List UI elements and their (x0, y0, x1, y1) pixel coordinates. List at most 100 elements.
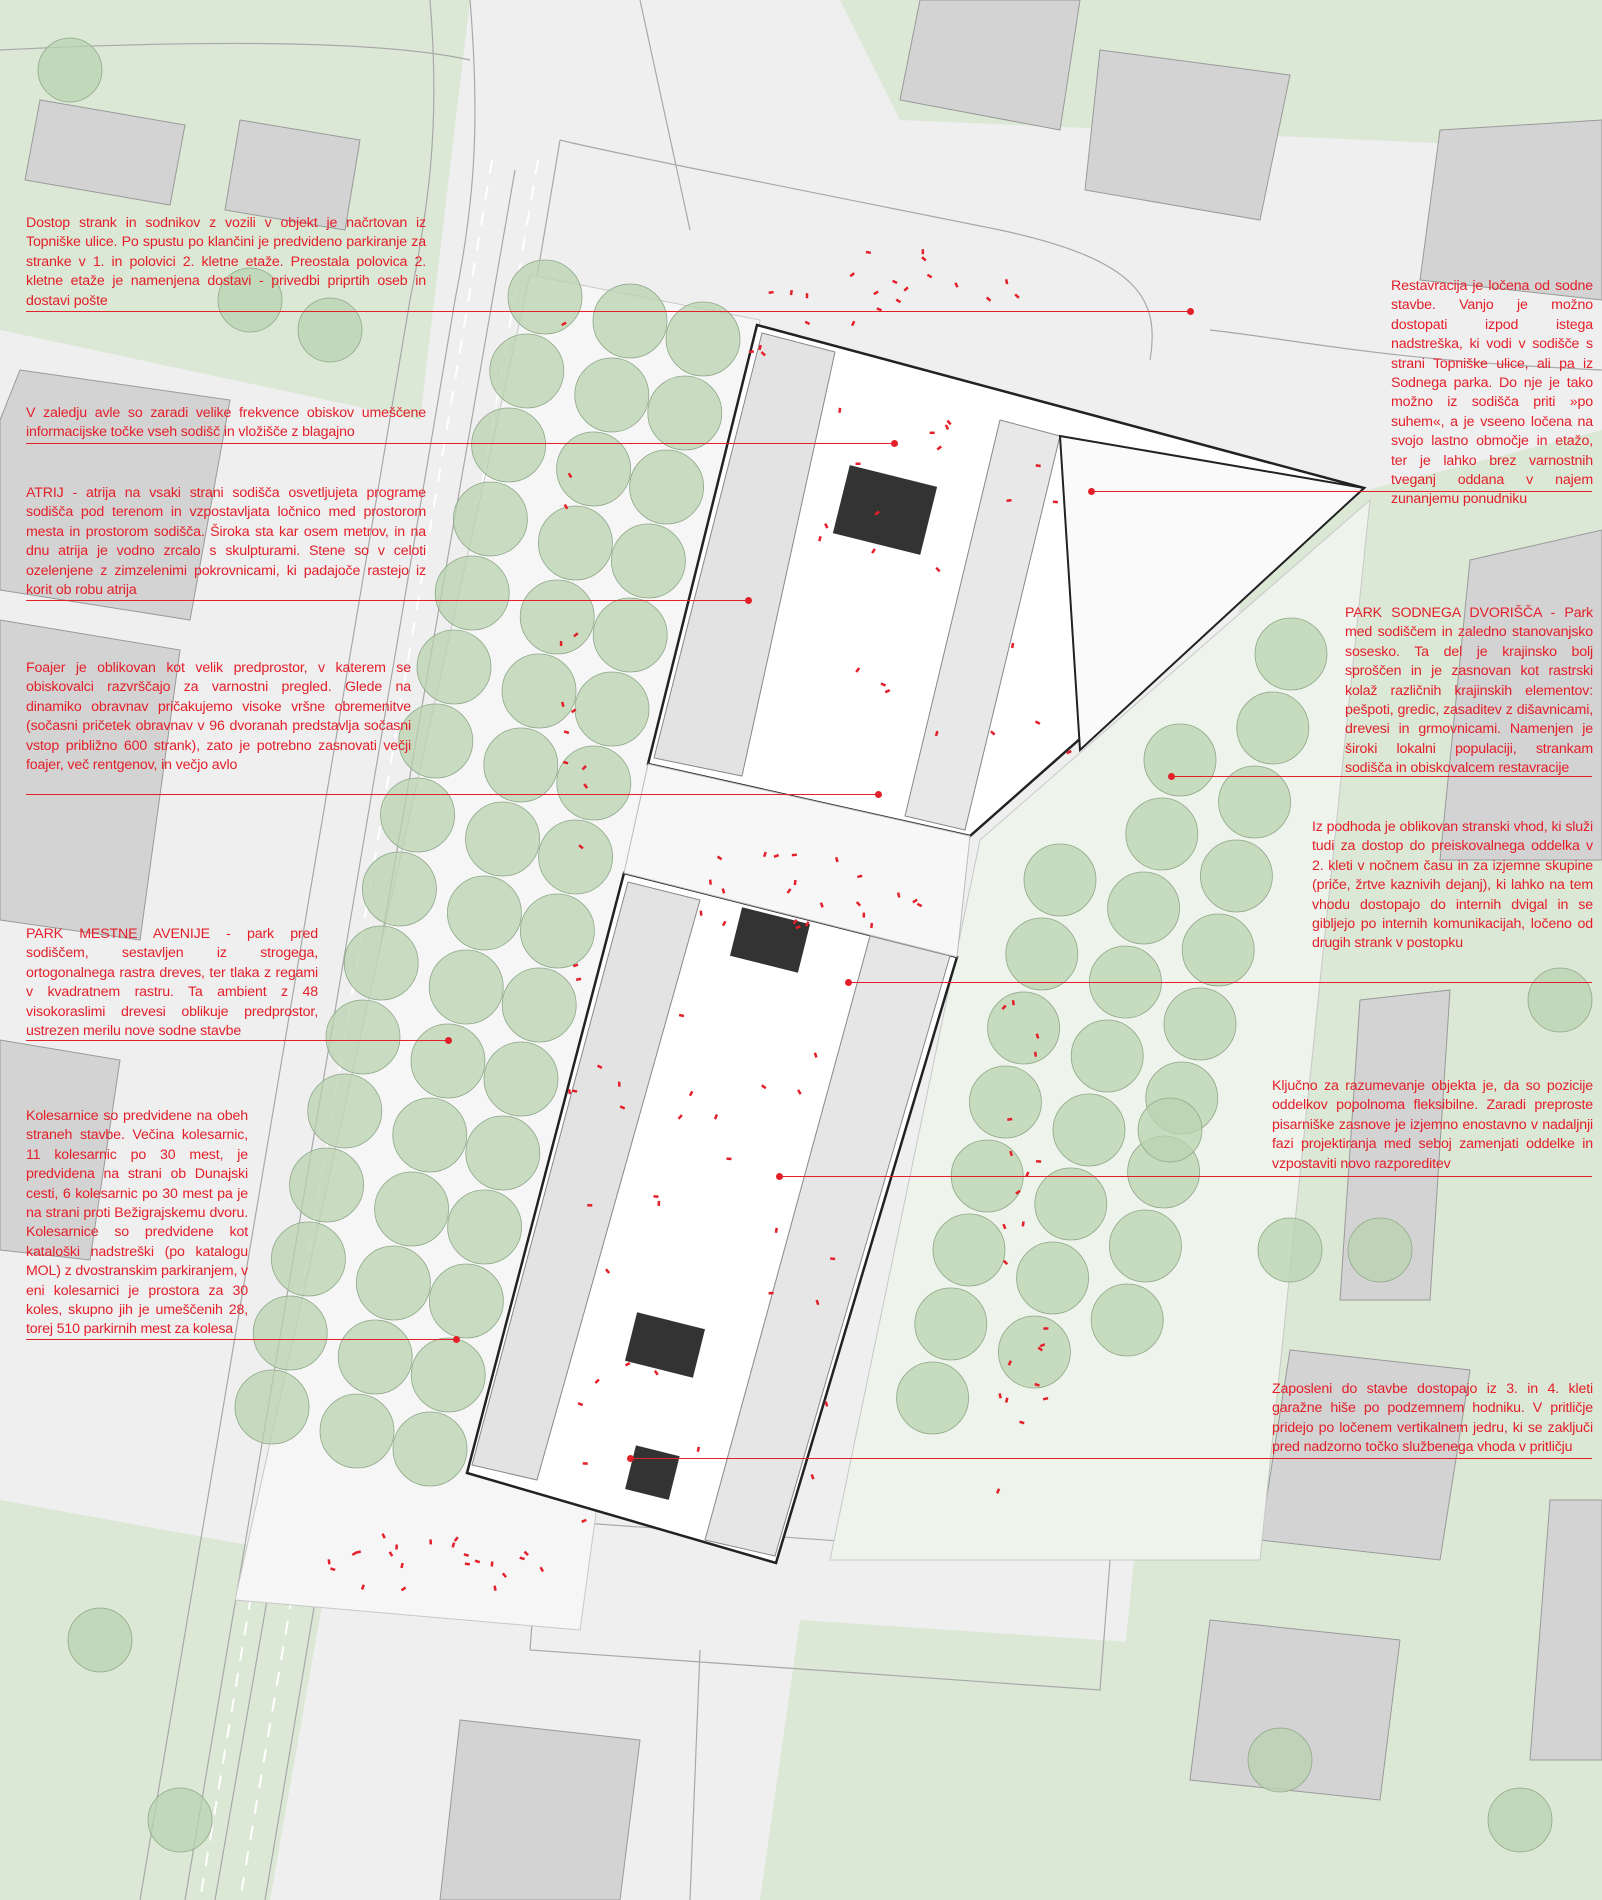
person-marker (561, 321, 567, 327)
person-marker (567, 472, 573, 479)
tree (574, 357, 650, 433)
person-marker (604, 1268, 611, 1274)
person-marker (990, 730, 996, 736)
person-marker (773, 853, 780, 858)
tree (410, 1337, 486, 1413)
tree (611, 523, 686, 599)
tree (374, 1171, 450, 1247)
person-marker (617, 1081, 621, 1087)
person-marker (857, 874, 863, 879)
annotation-foyer: Foajer je oblikovan kot velik predprosto… (26, 660, 411, 774)
person-marker (330, 1567, 336, 1572)
tree (574, 671, 650, 747)
tree (998, 1315, 1071, 1389)
person-marker (677, 1114, 683, 1120)
person-marker (582, 1462, 588, 1465)
person-marker (819, 902, 824, 908)
person-marker (774, 1227, 779, 1234)
tree (987, 991, 1060, 1065)
tree (914, 1287, 988, 1361)
tree (410, 1023, 486, 1099)
annotation-court-park: PARK SODNEGA DVORIŠČA - Park med sodišče… (1345, 605, 1593, 777)
person-marker (954, 282, 959, 288)
person-marker (874, 510, 880, 516)
person-marker (688, 1090, 694, 1097)
tree (629, 449, 704, 525)
tree (428, 949, 504, 1025)
leader-line (630, 1458, 1592, 1460)
person-marker (1001, 1004, 1007, 1010)
tree (1016, 1241, 1089, 1315)
tree (1107, 871, 1180, 945)
tree (446, 875, 522, 951)
tree (398, 703, 474, 779)
tree (1236, 691, 1310, 765)
person-marker (1066, 749, 1072, 755)
person-marker (871, 548, 876, 554)
tree (270, 1221, 346, 1297)
atrium-south-east (704, 935, 951, 1557)
leader-line (26, 443, 894, 445)
person-marker (804, 320, 811, 326)
person-marker (1021, 1221, 1025, 1227)
person-marker (573, 632, 579, 638)
person-marker (873, 290, 879, 296)
person-marker (721, 920, 727, 927)
tree (234, 1369, 310, 1445)
tree (428, 1263, 504, 1339)
person-marker (838, 407, 842, 413)
person-marker (493, 1585, 497, 1591)
person-marker (824, 523, 829, 529)
person-marker (810, 1474, 815, 1480)
leader-line (26, 600, 748, 602)
person-marker (327, 1559, 331, 1565)
person-marker (619, 1105, 626, 1110)
person-marker (760, 351, 766, 357)
person-marker (355, 1550, 362, 1554)
leader-line (1091, 491, 1592, 493)
person-marker (786, 888, 792, 894)
tree (556, 745, 632, 821)
tree (37, 37, 103, 103)
person-marker (830, 1257, 836, 1261)
tree (1090, 1283, 1164, 1357)
person-marker (1039, 1343, 1046, 1348)
tree (1487, 1787, 1553, 1853)
person-marker (795, 925, 801, 930)
annotation-restaurant: Restavracija je ločena od sodne stavbe. … (1391, 278, 1593, 508)
person-marker (824, 1401, 829, 1407)
tree (1257, 1217, 1323, 1283)
person-marker (657, 1200, 661, 1206)
tree (325, 999, 401, 1075)
tree (1070, 1019, 1144, 1093)
person-marker (400, 1586, 407, 1592)
person-marker (1025, 1171, 1030, 1178)
person-marker (805, 293, 809, 299)
person-marker (563, 730, 570, 735)
leader-line (26, 1040, 448, 1042)
tree (289, 1147, 365, 1223)
person-marker (1033, 1051, 1038, 1057)
person-marker (1034, 720, 1041, 725)
person-marker (563, 503, 569, 510)
person-marker (892, 279, 898, 285)
person-marker (400, 1562, 404, 1569)
tree (519, 579, 595, 655)
person-marker (1011, 1000, 1015, 1006)
tree (392, 1411, 468, 1487)
tree (361, 851, 437, 927)
tree (465, 1115, 541, 1191)
person-marker (463, 1553, 470, 1557)
tree (969, 1065, 1042, 1139)
leader-dot (845, 979, 852, 986)
annotation-avenue-park: PARK MESTNE AVENIJE - park pred sodiščem… (26, 926, 318, 1040)
person-marker (1037, 1346, 1044, 1352)
person-marker (570, 708, 577, 714)
tree (501, 653, 577, 729)
person-marker (896, 892, 901, 898)
person-marker (865, 250, 872, 255)
person-marker (870, 922, 874, 929)
tree (483, 727, 559, 803)
person-marker (1007, 1360, 1012, 1366)
person-marker (464, 1562, 471, 1566)
